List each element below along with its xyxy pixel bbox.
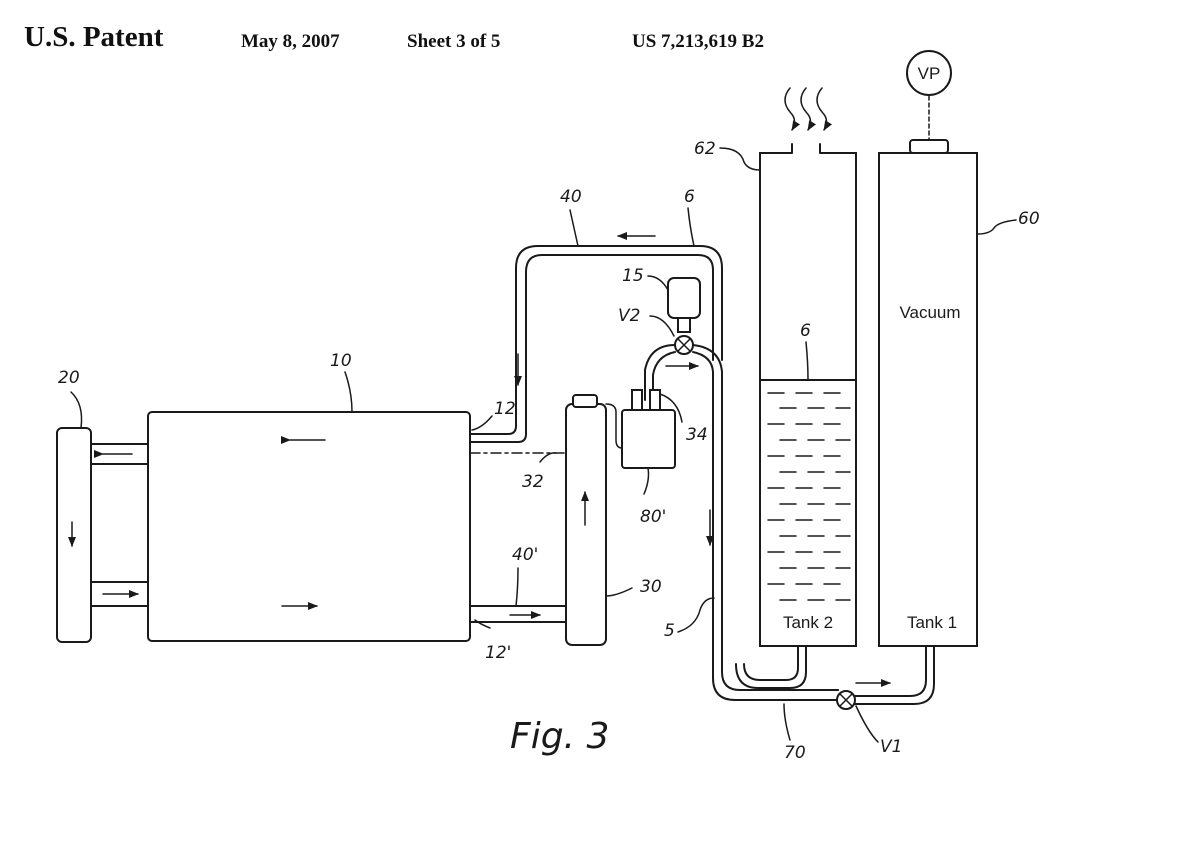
tube-v2-left-a <box>644 344 676 401</box>
vacuum-pump-icon <box>906 50 952 96</box>
tank-1-port <box>909 139 949 154</box>
ref-v1: V1 <box>880 737 902 757</box>
component-15-neck <box>677 317 691 333</box>
leader-40 <box>569 209 579 247</box>
figure-caption: Fig. 3 <box>510 716 609 757</box>
tank-2-label: Tank 2 <box>783 613 833 632</box>
leader-40p <box>515 567 519 607</box>
ref-6-tank: 6 <box>800 321 811 341</box>
tank-2 <box>759 152 857 647</box>
ref-34: 34 <box>686 425 708 445</box>
valve-v1-cross-b <box>839 693 853 707</box>
leader-6b <box>805 341 809 381</box>
component-80p-port-a <box>631 389 643 411</box>
ref-v2: V2 <box>618 306 640 326</box>
leader-30 <box>605 587 633 597</box>
inflow-arrow-3 <box>816 87 833 131</box>
ref-30: 30 <box>640 577 662 597</box>
ref-5: 5 <box>664 621 675 641</box>
tube-v2-left-b <box>652 351 676 401</box>
tube-v2-right-a <box>692 344 723 373</box>
ref-70: 70 <box>784 743 806 763</box>
leader-12 <box>471 415 493 431</box>
tube-5-inner <box>712 371 839 701</box>
leader-v2 <box>649 315 675 337</box>
inflow-arrow-1 <box>784 87 801 131</box>
component-30-cap <box>572 394 598 408</box>
leader-34 <box>659 393 683 423</box>
inflow-arrow-2 <box>800 87 817 131</box>
leader-5 <box>677 597 715 633</box>
tube-70-b <box>854 645 935 705</box>
ref-12p: 12' <box>485 643 511 663</box>
patent-number: US 7,213,619 B2 <box>632 31 764 52</box>
component-15 <box>667 277 701 319</box>
ref-12: 12 <box>494 399 516 419</box>
leader-15 <box>647 275 669 291</box>
component-80p-port-b <box>649 389 661 411</box>
ref-6-top: 6 <box>684 187 695 207</box>
patent-header: U.S. Patent May 8, 2007 Sheet 3 of 5 US … <box>0 0 1200 60</box>
component-30 <box>565 403 607 646</box>
leader-70 <box>783 703 791 741</box>
ref-80p: 80' <box>640 507 666 527</box>
tube-tank2-drain-b <box>735 645 807 689</box>
leader-10 <box>344 371 353 413</box>
ref-15: 15 <box>622 266 644 286</box>
leader-12p <box>474 619 491 629</box>
tube-40-inner <box>469 254 714 443</box>
component-20 <box>56 427 92 643</box>
leader-80p <box>643 467 650 495</box>
tube-tank2-drain-a <box>743 645 799 681</box>
tube-v2-right-b <box>692 351 714 373</box>
tube-30-80p <box>605 403 623 449</box>
tank-2-liquid-hatching <box>767 392 851 601</box>
tube-70-a <box>854 645 927 697</box>
component-80p <box>621 409 676 469</box>
valve-v2-cross-b <box>677 338 691 352</box>
sheet-number: Sheet 3 of 5 <box>407 31 501 52</box>
patent-label: U.S. Patent <box>24 21 164 53</box>
leader-6a <box>687 207 695 247</box>
tube-40-outer <box>469 245 723 435</box>
ref-32: 32 <box>522 472 544 492</box>
tank-1-label: Tank 1 <box>907 613 957 632</box>
ref-60: 60 <box>1018 209 1040 229</box>
tube-5-outer <box>721 371 839 691</box>
leader-32 <box>539 452 557 463</box>
component-10 <box>147 411 471 642</box>
ref-40p: 40' <box>512 545 538 565</box>
ref-40: 40 <box>560 187 582 207</box>
leader-62 <box>719 147 761 171</box>
leader-20 <box>70 391 83 429</box>
leader-60 <box>976 219 1017 235</box>
ref-20: 20 <box>58 368 80 388</box>
vp-label: VP <box>918 64 941 83</box>
tank-1 <box>878 152 978 647</box>
vacuum-label: Vacuum <box>899 303 960 322</box>
ref-10: 10 <box>330 351 352 371</box>
leader-v1 <box>855 705 879 743</box>
patent-date: May 8, 2007 <box>241 31 340 52</box>
ref-62: 62 <box>694 139 716 159</box>
tank-2-top-edge <box>759 143 857 154</box>
tank-2-opening <box>792 144 820 156</box>
